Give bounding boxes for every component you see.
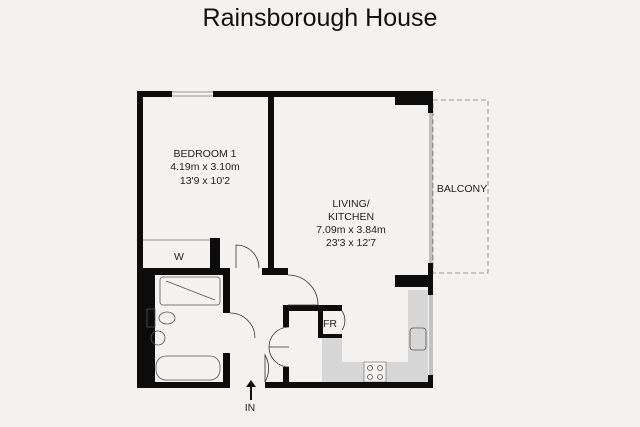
bedroom-metric: 4.19m x 3.10m — [170, 161, 240, 173]
bedroom-name: BEDROOM 1 — [173, 148, 236, 160]
kitchen-sink-icon — [409, 327, 427, 351]
wardrobe-label: W — [174, 251, 184, 263]
living-label: LIVING/ KITCHEN 7.09m x 3.84m 23'3 x 12'… — [316, 198, 386, 249]
door-swings — [229, 244, 346, 383]
living-name-1: LIVING/ — [332, 198, 369, 210]
shower-tray-icon — [159, 276, 221, 306]
bath-icon — [155, 355, 221, 381]
windows — [143, 91, 433, 375]
hob-icon — [363, 361, 387, 383]
entrance-label: IN — [245, 402, 256, 414]
toilet-icon — [158, 311, 176, 325]
basin-icon — [150, 330, 166, 346]
balcony-outline — [432, 99, 489, 274]
walls — [137, 91, 433, 388]
fridge-label: FR — [323, 318, 337, 330]
property-title: Rainsborough House — [202, 4, 438, 32]
hob-rings — [367, 365, 383, 380]
bedroom-label: BEDROOM 1 4.19m x 3.10m 13'9 x 10'2 — [170, 148, 240, 187]
bathroom-fixtures — [146, 276, 221, 381]
living-imperial: 23'3 x 12'7 — [326, 237, 376, 249]
balcony-label: BALCONY — [437, 183, 487, 195]
bedroom-imperial: 13'9 x 10'2 — [180, 175, 230, 187]
living-metric: 7.09m x 3.84m — [316, 224, 386, 236]
entrance-arrow-icon — [246, 380, 256, 400]
living-name-2: KITCHEN — [328, 211, 374, 223]
